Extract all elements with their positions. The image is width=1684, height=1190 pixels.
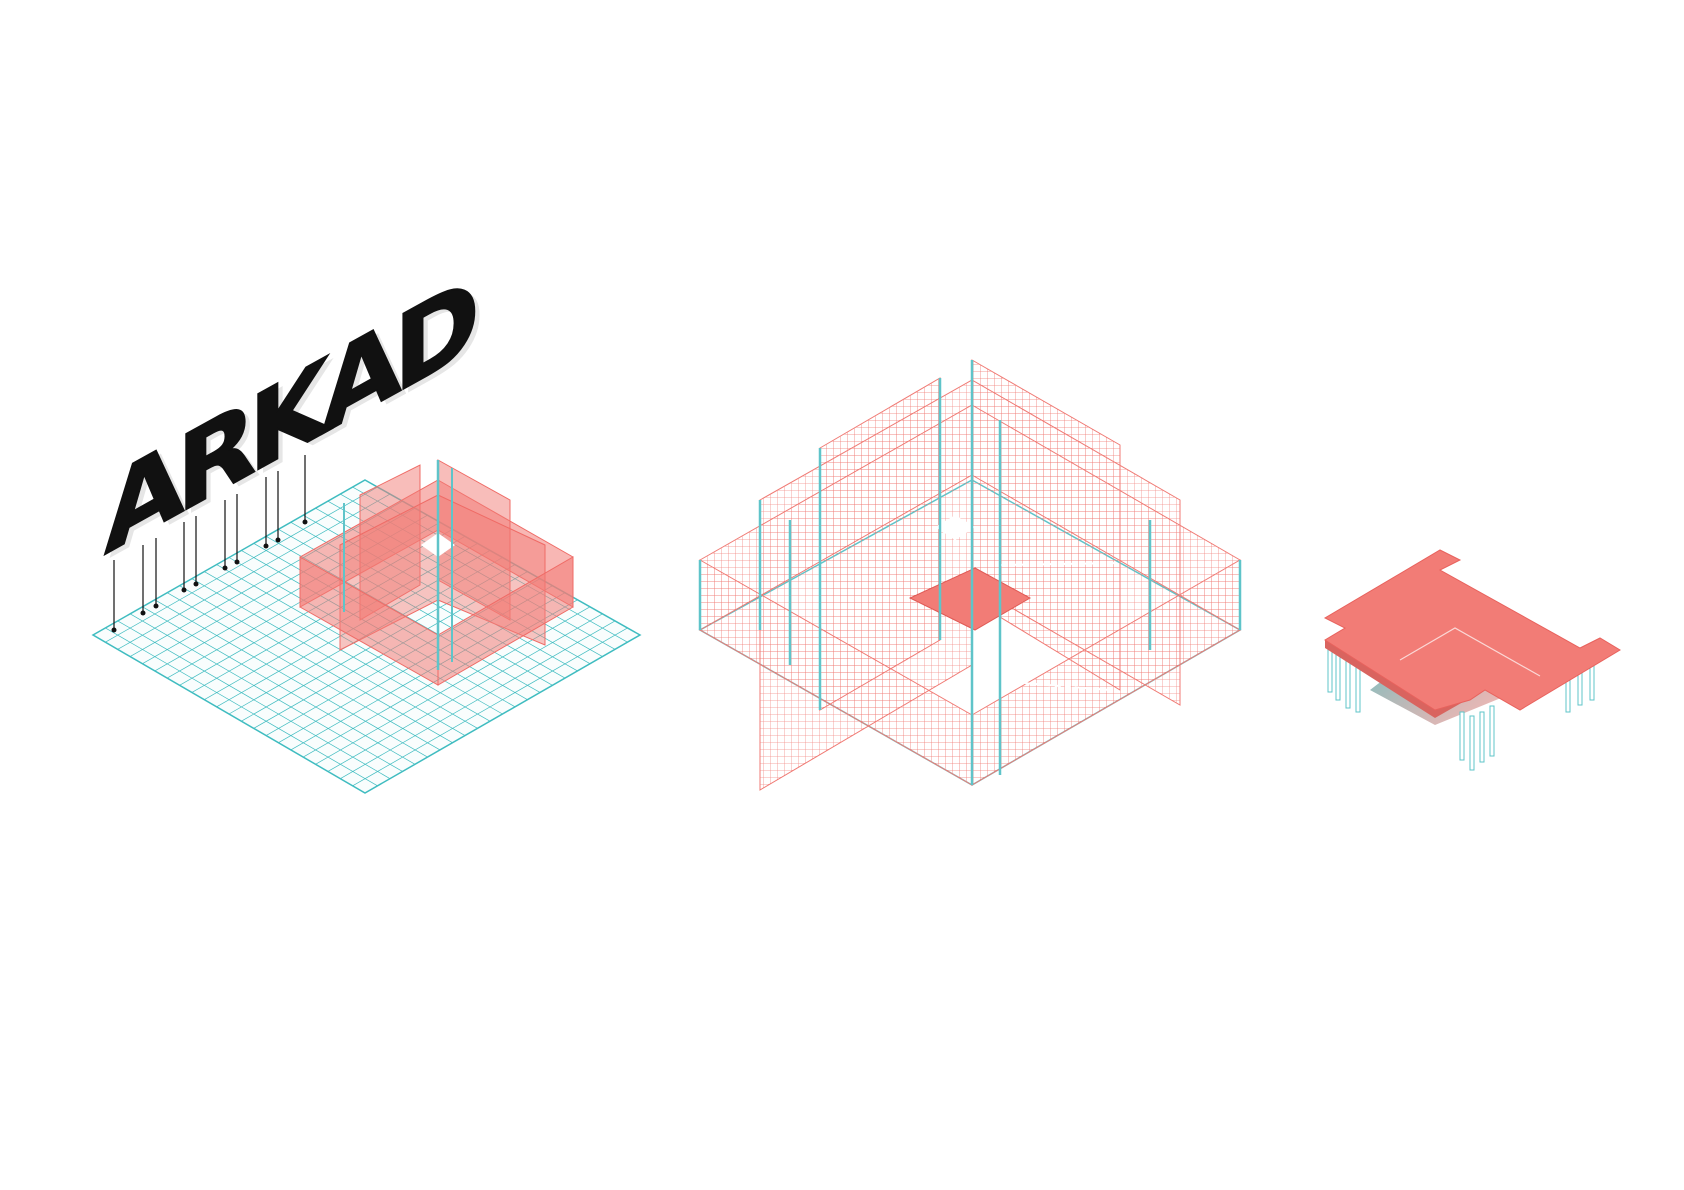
roof-slab-fold (1399, 627, 1541, 677)
grid-line (315, 606, 591, 765)
sign-support-posts (111, 455, 308, 633)
grid-line (191, 578, 466, 736)
column (1489, 705, 1495, 757)
dashed-guide (984, 679, 1111, 691)
grid-line (327, 613, 603, 772)
grid-line (105, 627, 378, 787)
column (1479, 711, 1485, 763)
dashed-guide (999, 562, 1121, 566)
grid-line (154, 599, 428, 758)
sign-post-foot (263, 543, 269, 549)
panel-tall-left (359, 464, 421, 621)
grid-line (142, 606, 416, 765)
sign-post-foot (153, 603, 159, 609)
sign-post-foot (193, 581, 199, 587)
diagram-mesh-walls (698, 359, 1242, 791)
sign-post-foot (222, 565, 228, 571)
sign-post-foot (275, 537, 281, 543)
sign-post-foot (302, 519, 308, 525)
grid-line (129, 613, 403, 772)
sign-post-foot (111, 627, 117, 633)
sign-post-foot (234, 559, 240, 565)
translucent-panels (299, 459, 574, 686)
diagram-grid-floor-panels: ARKAD ARKAD (91, 253, 642, 794)
sign-post-foot (140, 610, 146, 616)
grid-line (167, 592, 441, 751)
grid-line (179, 585, 453, 744)
grid-line (352, 627, 628, 787)
column (1459, 711, 1465, 761)
grid-line (117, 620, 391, 779)
diagram-roof-slab (1323, 549, 1621, 771)
grid-line (340, 620, 616, 779)
center-opening (935, 515, 975, 540)
column (1469, 715, 1475, 771)
roof-slab (1323, 549, 1621, 711)
sign-post-foot (181, 587, 187, 593)
